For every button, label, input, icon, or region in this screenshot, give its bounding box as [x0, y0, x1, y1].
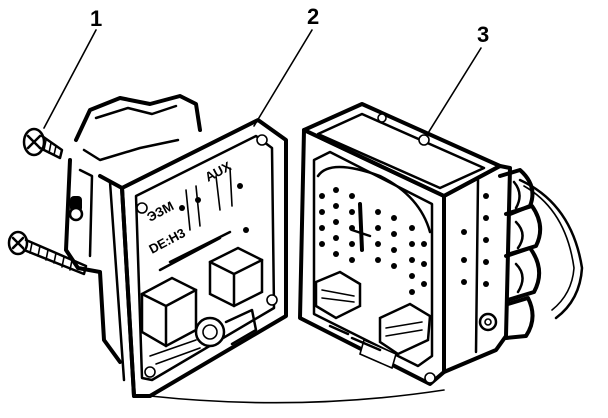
callout-2: 2: [253, 4, 319, 127]
callout-3-leader: [424, 47, 482, 139]
port-holes: [319, 187, 427, 295]
relay-block-right: [208, 246, 264, 308]
callout-1-label: 1: [90, 6, 102, 31]
pcb-marking-3: AUX: [202, 158, 234, 184]
callout-3: 3: [424, 22, 489, 139]
relay-block-left: [140, 276, 198, 348]
callout-3-label: 3: [477, 22, 489, 47]
pcb-marking-2: DE:H3: [146, 225, 187, 257]
screw-upper: [22, 127, 64, 160]
connector-socket: [149, 308, 258, 365]
callout-1: 1: [43, 6, 102, 129]
callout-2-leader: [253, 29, 313, 127]
callout-2-label: 2: [307, 4, 319, 29]
assembly-base-arc: [149, 389, 445, 404]
hydraulic-modulator: [298, 102, 584, 386]
screw-lower: [7, 230, 88, 276]
pcb-marking-1: ЭЗМ: [144, 198, 176, 224]
callout-1-leader: [43, 29, 97, 129]
control-module: ЭЗМ DE:H3 AUX: [64, 94, 288, 398]
